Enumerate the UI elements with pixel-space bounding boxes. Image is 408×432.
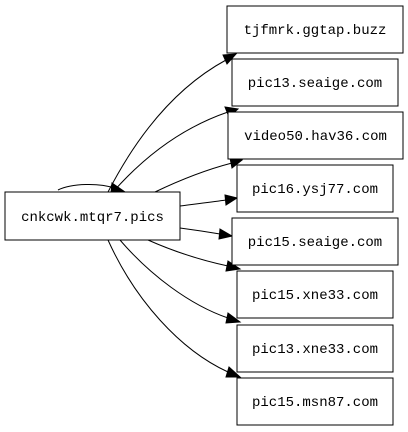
- edge-to-pic15-msn87-com: [107, 239, 229, 373]
- target-node-label: pic15.xne33.com: [252, 288, 378, 304]
- target-node[interactable]: pic15.seaige.com: [231, 217, 399, 266]
- target-nodes: tjfmrk.ggtap.buzz pic13.seaige.com video…: [226, 5, 404, 426]
- target-node-label: video50.hav36.com: [244, 129, 387, 145]
- edge-to-pic13-xne33-com: [119, 239, 229, 319]
- target-node[interactable]: pic15.xne33.com: [236, 270, 394, 319]
- target-node-box: [231, 58, 399, 107]
- target-node-label: pic15.seaige.com: [248, 235, 382, 251]
- target-node-box: [227, 111, 404, 160]
- target-node[interactable]: tjfmrk.ggtap.buzz: [226, 5, 404, 54]
- edge-to-pic15-msn87-com-arrowhead: [225, 366, 242, 378]
- edge-to-pic13-xne33-com-arrowhead: [225, 312, 242, 324]
- target-node-box: [236, 270, 394, 319]
- target-node-label: pic13.xne33.com: [252, 342, 378, 358]
- target-node[interactable]: pic13.seaige.com: [231, 58, 399, 107]
- target-node-box: [226, 5, 404, 54]
- target-node-label: pic16.ysj77.com: [252, 182, 378, 198]
- target-node-box: [236, 164, 394, 213]
- target-node[interactable]: pic16.ysj77.com: [236, 164, 394, 213]
- target-node-box: [236, 324, 394, 373]
- source-node-box: [4, 191, 181, 241]
- source-node-label: cnkcwk.mtqr7.pics: [21, 210, 164, 226]
- edge-to-pic16-ysj77-com-arrowhead: [224, 194, 239, 206]
- edge-to-video50-hav36-com: [154, 162, 233, 193]
- edge-to-pic15-seaige-com-arrowhead: [218, 228, 234, 240]
- edge-to-pic16-ysj77-com: [179, 199, 227, 207]
- target-node[interactable]: video50.hav36.com: [227, 111, 404, 160]
- edge-to-pic13-seaige-com: [112, 111, 229, 193]
- edge-to-tjfmrk-ggtap-buzz: [107, 59, 227, 193]
- target-node-label: pic13.seaige.com: [248, 76, 382, 92]
- edge-to-pic15-seaige-com: [179, 227, 221, 235]
- target-node[interactable]: pic13.xne33.com: [236, 324, 394, 373]
- target-node-box: [236, 377, 394, 426]
- target-node-label: tjfmrk.ggtap.buzz: [244, 23, 387, 39]
- source-node[interactable]: cnkcwk.mtqr7.pics: [4, 191, 181, 241]
- target-node-box: [231, 217, 399, 266]
- edge-self-loop: [57, 184, 115, 191]
- edge-to-pic15-xne33-com: [147, 239, 229, 267]
- target-node[interactable]: pic15.msn87.com: [236, 377, 394, 426]
- target-node-label: pic15.msn87.com: [252, 395, 378, 411]
